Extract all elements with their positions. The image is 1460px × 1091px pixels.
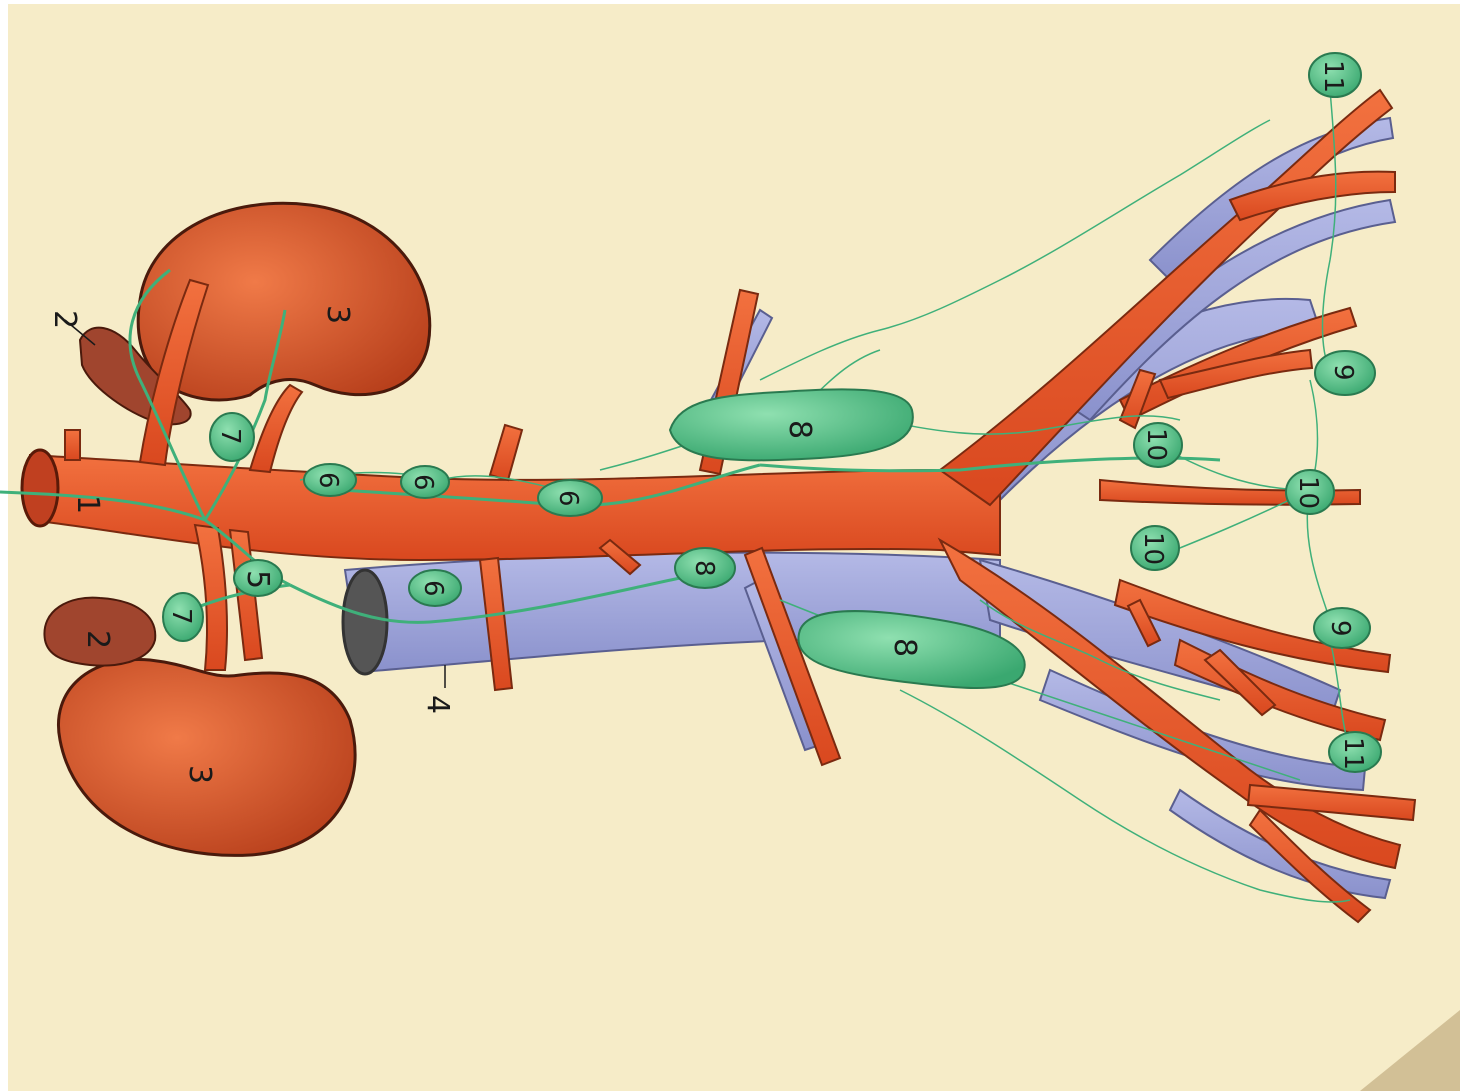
label-adrenal-lower: 2 [80, 630, 115, 649]
label-node-9b: 9 [1325, 620, 1355, 637]
label-node-6d: 6 [418, 580, 448, 597]
label-node-6b: 6 [408, 474, 438, 491]
label-node-10c: 10 [1138, 532, 1168, 565]
label-node-6a: 6 [313, 472, 343, 489]
label-node-8b: 8 [689, 560, 719, 577]
label-node-11b: 11 [1338, 737, 1368, 770]
aorta-opening [22, 450, 58, 526]
label-node-7a: 7 [215, 428, 245, 445]
vena-cava-opening [343, 570, 387, 674]
label-node-10b: 10 [1293, 476, 1323, 509]
label-node-8a: 8 [782, 420, 817, 439]
label-kidney-upper: 3 [320, 305, 355, 324]
label-node-9a: 9 [1328, 364, 1358, 381]
label-node-8c: 8 [887, 638, 922, 657]
label-aorta: 1 [70, 495, 105, 514]
label-adrenal-upper: 2 [47, 310, 82, 329]
label-kidney-lower: 3 [182, 765, 217, 784]
label-cisterna: 5 [240, 570, 275, 589]
label-node-6c: 6 [553, 490, 583, 507]
label-node-11a: 11 [1318, 60, 1348, 93]
aorta-stub [65, 430, 80, 460]
label-node-7b: 7 [166, 608, 196, 625]
label-node-10a: 10 [1141, 428, 1171, 461]
label-vena-cava: 4 [420, 695, 455, 714]
